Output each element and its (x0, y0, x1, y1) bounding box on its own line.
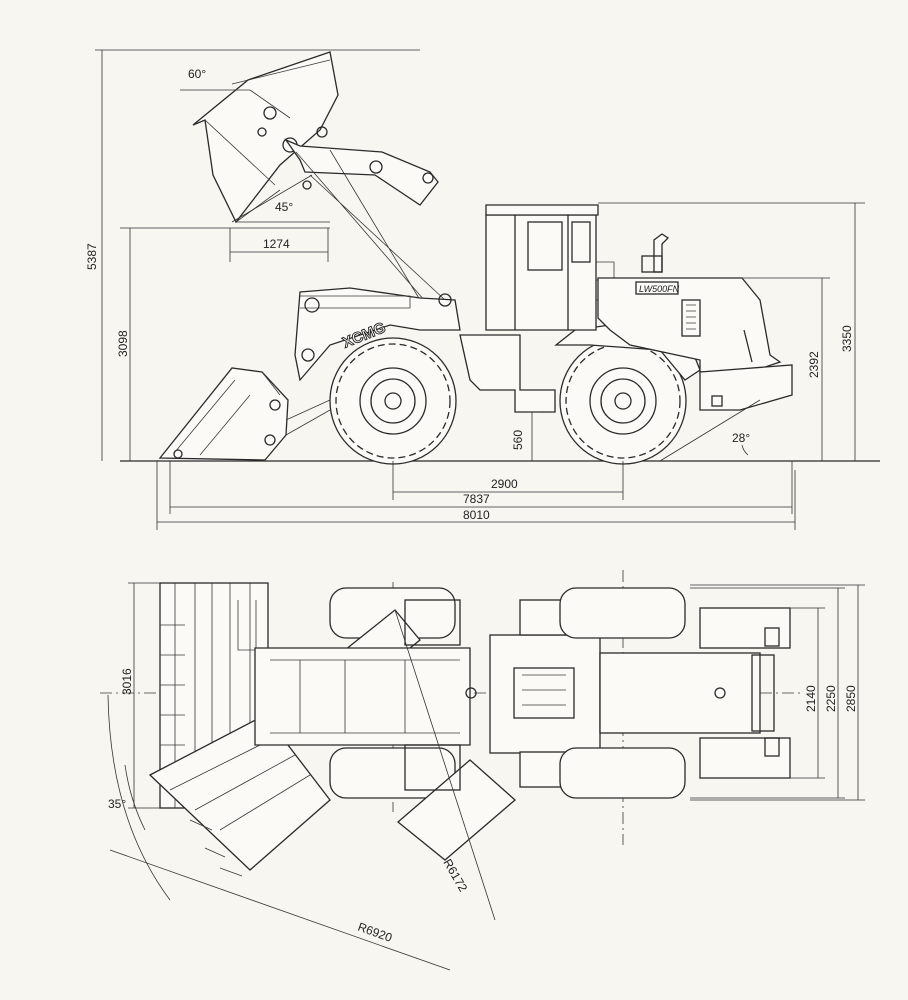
radius-bucket-label: R6920 (356, 920, 394, 945)
steer-angle-label: 35° (108, 797, 126, 811)
overall-width-label: 2850 (844, 685, 858, 712)
total-height-label: 5387 (85, 243, 99, 270)
radius-tire-label: R6172 (440, 857, 470, 895)
length-no-bucket-label: 7837 (463, 492, 490, 506)
model-plate: LW500FN (639, 284, 680, 294)
overall-length-label: 8010 (463, 508, 490, 522)
cab (485, 204, 615, 331)
top-rear-body (489, 587, 791, 799)
dump-height-label: 3098 (116, 330, 130, 357)
engine-hood: LW500FN (597, 233, 782, 373)
lowered-bucket (158, 367, 331, 461)
side-view: XCMG (85, 49, 880, 530)
reach-label: 1274 (263, 237, 290, 251)
angle-departure-label: 28° (732, 431, 750, 445)
track-width-label: 2140 (804, 685, 818, 712)
wheelbase-label: 2900 (491, 477, 518, 491)
hood-height-label: 2392 (807, 351, 821, 378)
front-wheel (329, 337, 457, 465)
angle-dump-label: 60° (188, 67, 206, 81)
tire-width-label: 2250 (824, 685, 838, 712)
raised-bucket (192, 51, 339, 224)
bucket-width-label: 3016 (120, 668, 134, 695)
ground-clearance-label: 560 (511, 430, 525, 450)
cab-height-label: 3350 (840, 325, 854, 352)
top-view: 3016 2140 2250 2850 35° R6172 R6920 (100, 570, 865, 971)
angle-bucket-label: 45° (275, 200, 293, 214)
